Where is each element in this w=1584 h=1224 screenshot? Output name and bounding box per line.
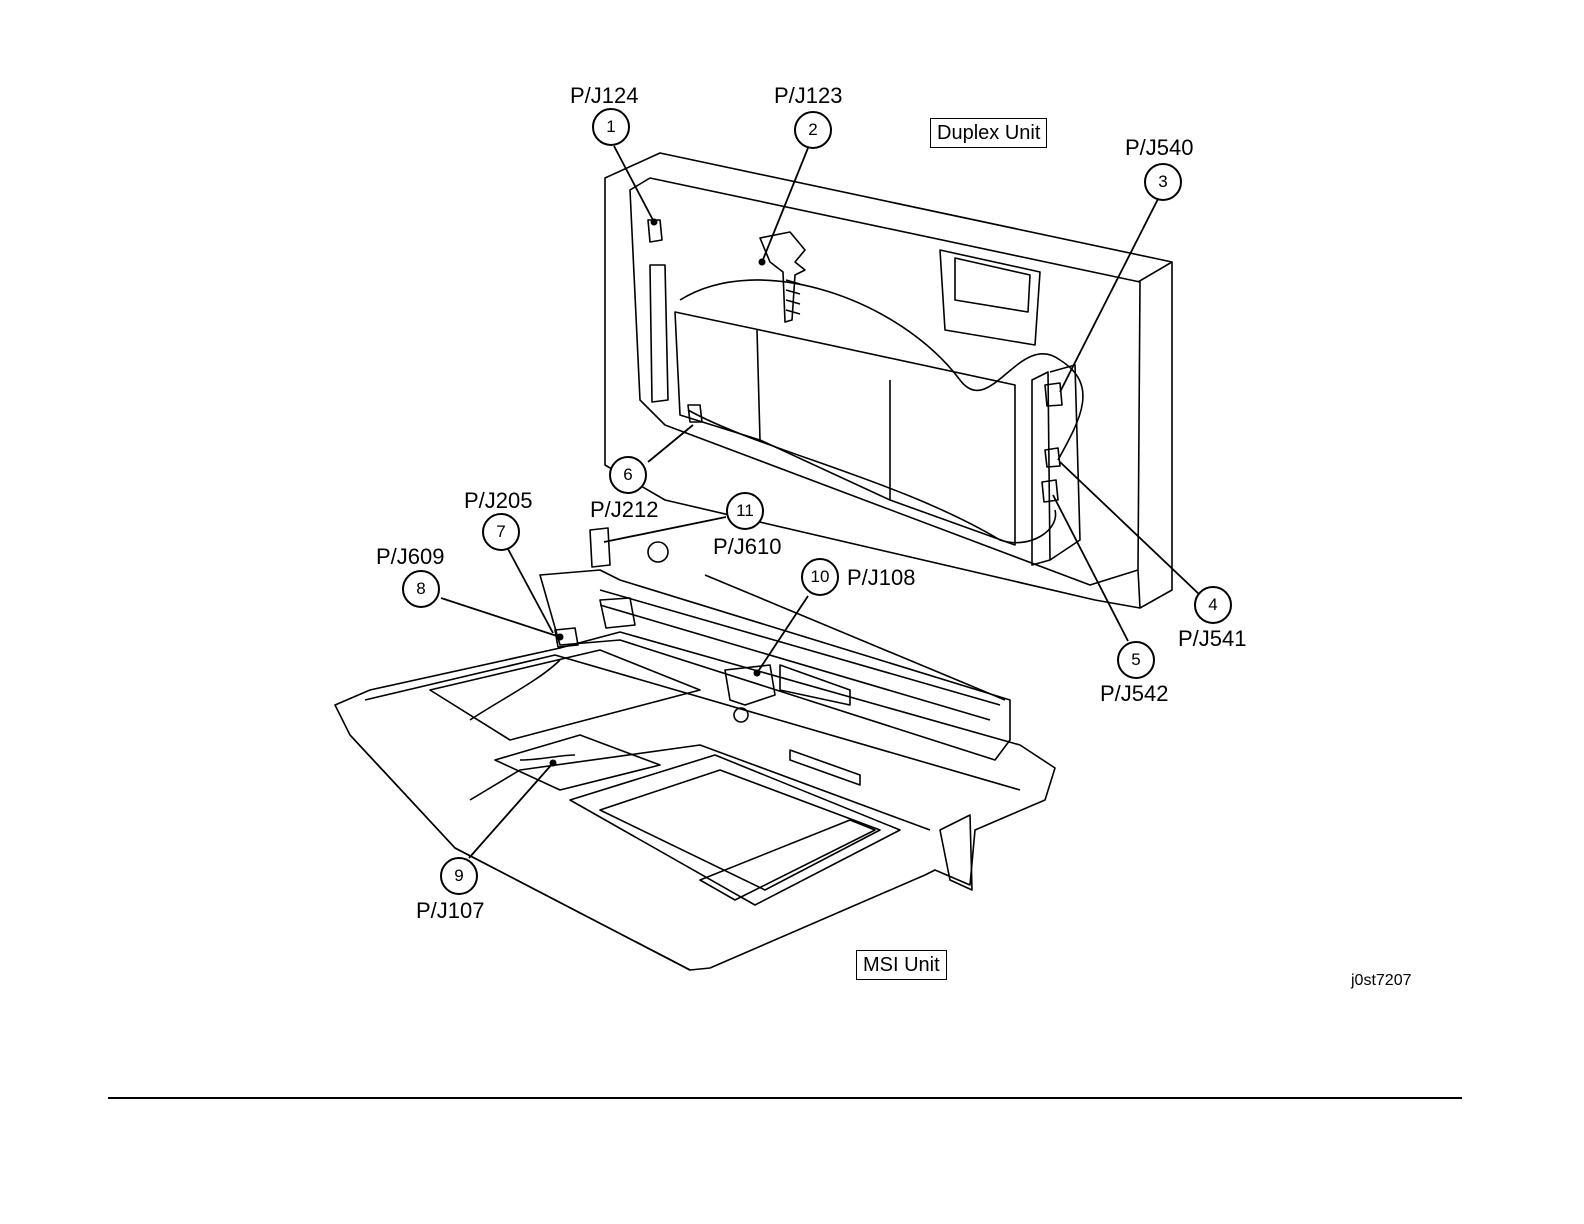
callout-9: 9	[440, 857, 478, 895]
connector-label-pj542: P/J542	[1100, 682, 1169, 706]
callout-6: 6	[609, 456, 647, 494]
callout-5: 5	[1117, 641, 1155, 679]
connector-label-pj205: P/J205	[464, 489, 533, 513]
callout-11: 11	[726, 492, 764, 530]
connector-label-pj541: P/J541	[1178, 627, 1247, 651]
leader-lines	[441, 146, 1201, 858]
connector-label-pj609: P/J609	[376, 545, 445, 569]
callout-4: 4	[1194, 586, 1232, 624]
duplex-unit-drawing	[605, 153, 1172, 608]
connector-label-pj123: P/J123	[774, 84, 843, 108]
msi-unit-label: MSI Unit	[856, 950, 947, 980]
connector-label-pj124: P/J124	[570, 84, 639, 108]
duplex-unit-label: Duplex Unit	[930, 118, 1047, 148]
callout-1: 1	[592, 108, 630, 146]
callout-8: 8	[402, 570, 440, 608]
bottom-divider	[108, 1097, 1462, 1099]
connector-label-pj108: P/J108	[847, 566, 916, 590]
connector-label-pj610: P/J610	[713, 535, 782, 559]
callout-10: 10	[801, 558, 839, 596]
callout-3: 3	[1144, 163, 1182, 201]
callout-7: 7	[482, 513, 520, 551]
connector-label-pj212: P/J212	[590, 498, 659, 522]
connector-label-pj107: P/J107	[416, 899, 485, 923]
connector-label-pj540: P/J540	[1125, 136, 1194, 160]
figure-id: j0st7207	[1351, 972, 1412, 990]
callout-2: 2	[794, 111, 832, 149]
